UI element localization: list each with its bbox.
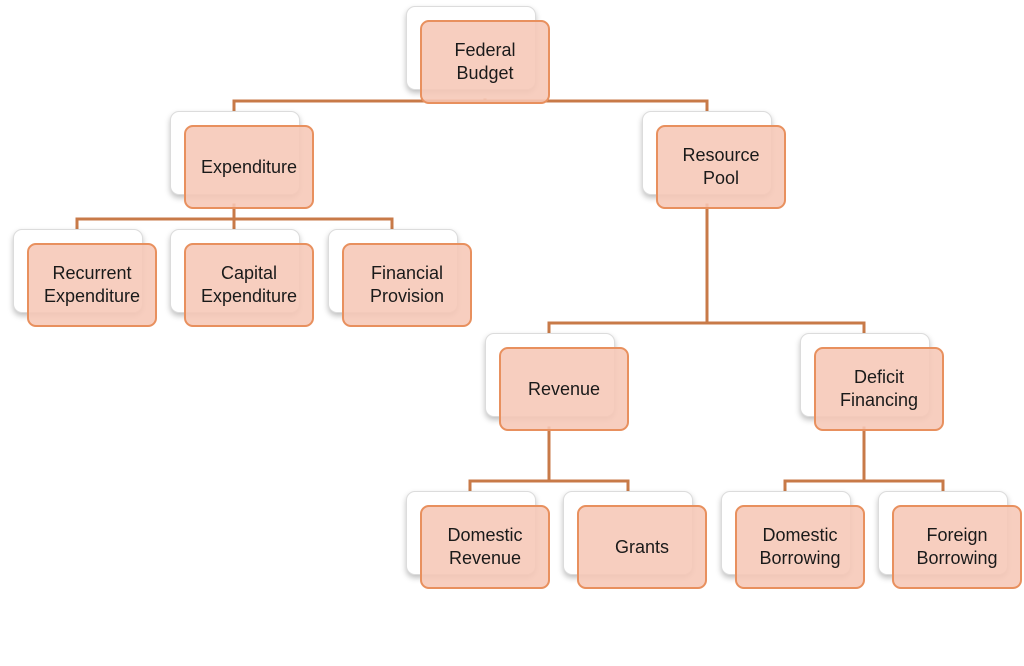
node-box: Revenue: [499, 347, 629, 431]
node-box: Domestic Borrowing: [735, 505, 865, 589]
node-label-expenditure: Expenditure: [200, 156, 298, 177]
node-label-domestic-borrowing: Domestic Borrowing: [759, 525, 841, 568]
node-box: Financial Provision: [342, 243, 472, 327]
node-federal-budget: Federal Budget: [406, 6, 550, 104]
node-label-financial-provision: Financial Provision: [369, 263, 445, 306]
node-deficit-financing: Deficit Financing: [800, 333, 944, 431]
node-box: Capital Expenditure: [184, 243, 314, 327]
connector-resource-pool-children: [547, 203, 866, 352]
node-label-capital-expenditure: Capital Expenditure: [200, 263, 298, 306]
node-domestic-revenue: Domestic Revenue: [406, 491, 550, 589]
node-box: Expenditure: [184, 125, 314, 209]
node-label-recurrent-expenditure: Recurrent Expenditure: [43, 263, 141, 306]
node-box: Deficit Financing: [814, 347, 944, 431]
node-domestic-borrowing: Domestic Borrowing: [721, 491, 865, 589]
node-label-grants: Grants: [614, 536, 670, 557]
node-box: Resource Pool: [656, 125, 786, 209]
node-capital-expenditure: Capital Expenditure: [170, 229, 314, 327]
node-box: Foreign Borrowing: [892, 505, 1022, 589]
node-financial-provision: Financial Provision: [328, 229, 472, 327]
node-revenue: Revenue: [485, 333, 629, 431]
node-box: Domestic Revenue: [420, 505, 550, 589]
node-box: Grants: [577, 505, 707, 589]
node-grants: Grants: [563, 491, 707, 589]
node-box: Federal Budget: [420, 20, 550, 104]
node-label-federal-budget: Federal Budget: [454, 40, 516, 83]
node-label-domestic-revenue: Domestic Revenue: [447, 525, 523, 568]
node-expenditure: Expenditure: [170, 111, 314, 209]
node-label-revenue: Revenue: [527, 378, 601, 399]
node-box: Recurrent Expenditure: [27, 243, 157, 327]
node-label-foreign-borrowing: Foreign Borrowing: [916, 525, 998, 568]
node-recurrent-expenditure: Recurrent Expenditure: [13, 229, 157, 327]
connector-deficit-financing-children: [783, 426, 945, 510]
node-label-deficit-financing: Deficit Financing: [839, 367, 919, 410]
connector-revenue-children: [468, 426, 630, 510]
node-label-resource-pool: Resource Pool: [682, 145, 760, 188]
node-resource-pool: Resource Pool: [642, 111, 786, 209]
node-foreign-borrowing: Foreign Borrowing: [878, 491, 1022, 589]
connector-federal-budget-children: [232, 98, 709, 130]
